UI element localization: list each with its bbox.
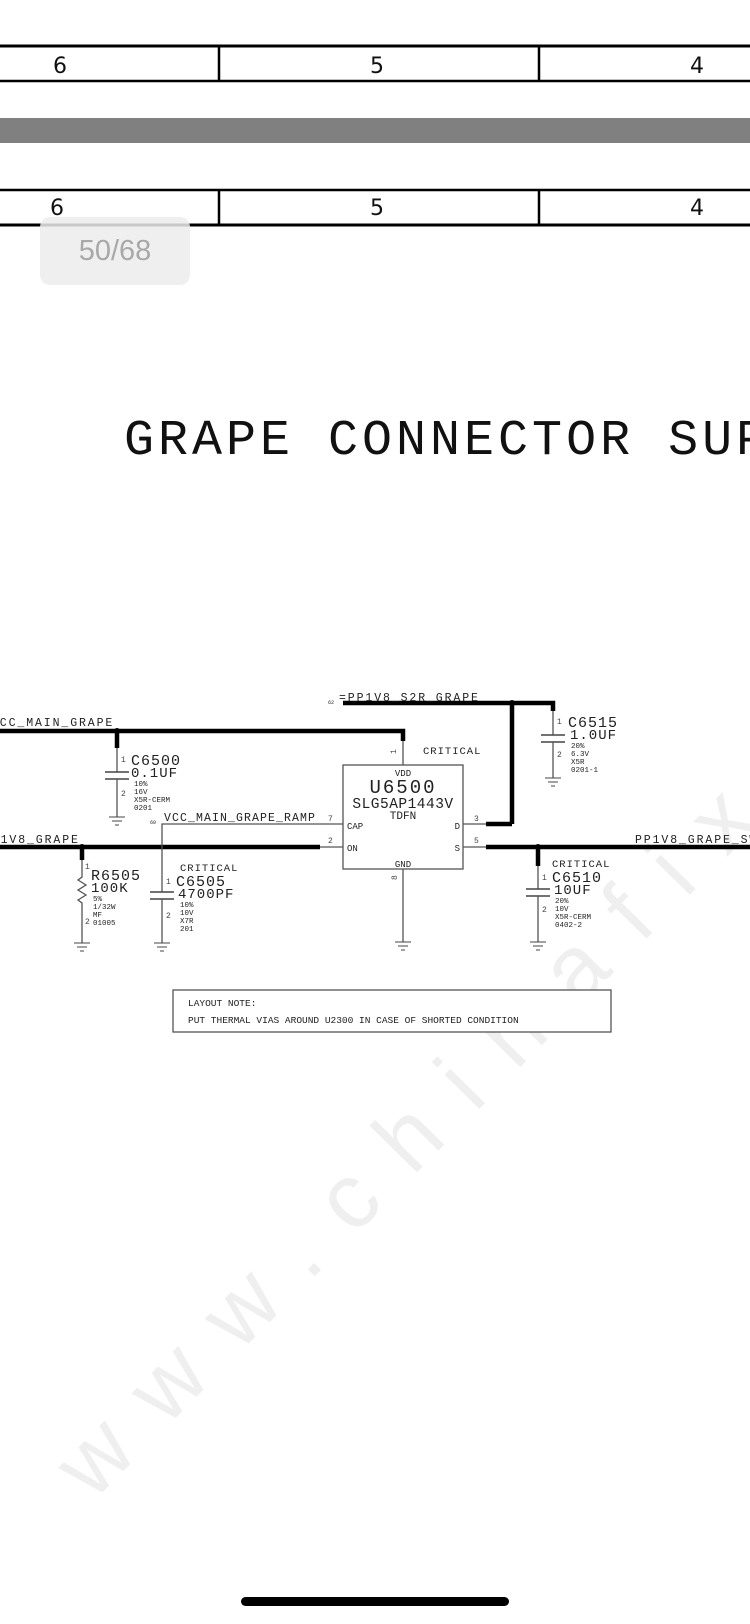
- zone-label: 4: [690, 54, 704, 79]
- net-label-pp1v8-grape-sw: PP1V8_GRAPE_SW: [635, 834, 750, 847]
- spec: 10V: [555, 906, 569, 914]
- pin-number: 2: [328, 837, 333, 846]
- pin-number: 1: [166, 878, 171, 887]
- pin-number: 1: [542, 874, 547, 883]
- capacitor-c6515: 1 2 C6515 1.0UF 20% 6.3V X5R 0201-1: [541, 711, 618, 787]
- layout-note: LAYOUT NOTE: PUT THERMAL VIAS AROUND U23…: [172, 989, 612, 1033]
- chip-package: TDFN: [390, 811, 416, 823]
- spec: MF: [93, 912, 102, 920]
- pin-number: 7: [328, 815, 333, 824]
- spec: X5R-CERM: [134, 797, 171, 805]
- component-value: 100K: [91, 881, 129, 897]
- spec: 10V: [180, 910, 194, 918]
- net-label-pp1v8-grape: PP1V8_GRAPE: [0, 834, 80, 847]
- pin-number: 2: [166, 912, 171, 921]
- page-indicator: 50/68: [40, 217, 190, 285]
- spec: 0201-1: [571, 767, 599, 775]
- spec: 5%: [93, 896, 103, 904]
- spec: 0402-2: [555, 922, 582, 930]
- net-label-pp1v8-s2r-grape: =PP1V8_S2R_GRAPE: [339, 692, 480, 705]
- page-ref: 60: [150, 820, 156, 826]
- pin-number: 8: [391, 875, 400, 880]
- spec: X5R: [571, 759, 585, 767]
- page-title: GRAPE CONNECTOR SUPPLY: [124, 413, 750, 470]
- component-value: 0.1UF: [131, 766, 178, 782]
- net-label-vcc-main-grape-ramp: VCC_MAIN_GRAPE_RAMP: [164, 812, 316, 825]
- chip-ref: U6500: [369, 777, 436, 799]
- spec: 20%: [555, 898, 569, 906]
- zone-label: 6: [53, 54, 67, 79]
- spec: 20%: [571, 743, 585, 751]
- spec: 01005: [93, 920, 116, 928]
- spec: 1/32W: [93, 904, 116, 912]
- resistor-r6505: 1 2 R6505 100K 5% 1/32W MF 01005: [74, 847, 141, 952]
- pin-number: 1: [557, 718, 562, 727]
- zone-label: 5: [370, 54, 384, 79]
- spec: 10%: [180, 902, 194, 910]
- component-value: 4700PF: [178, 887, 234, 903]
- capacitor-c6500: 1 2 C6500 0.1UF 10% 16V X5R-CERM 0201: [105, 731, 181, 826]
- pin-number: 1: [390, 749, 399, 754]
- u6500-chip: VDD U6500 SLG5AP1443V TDFN CAP ON D S GN…: [328, 746, 481, 880]
- pin-number: 1: [121, 756, 126, 765]
- spec: X5R-CERM: [555, 914, 592, 922]
- ref-designator: C6505: [176, 874, 226, 891]
- chip-part: SLG5AP1443V: [352, 797, 453, 813]
- ground-icon: [545, 777, 561, 787]
- page-separator: [0, 118, 750, 143]
- spec: 16V: [134, 789, 148, 797]
- ground-icon: [109, 816, 125, 826]
- pin-cap: CAP: [347, 822, 363, 832]
- component-value: 10UF: [554, 883, 592, 899]
- pin-s: S: [455, 844, 460, 854]
- layout-note-heading: LAYOUT NOTE:: [188, 998, 256, 1009]
- ref-designator: C6515: [568, 715, 618, 732]
- ref-designator: C6510: [552, 870, 602, 887]
- ground-icon: [154, 942, 170, 952]
- zone-label: 5: [370, 196, 384, 221]
- layout-note-text: PUT THERMAL VIAS AROUND U2300 IN CASE OF…: [188, 1015, 519, 1026]
- critical-label: CRITICAL: [552, 859, 610, 871]
- capacitor-c6510: CRITICAL 1 2 C6510 10UF 20% 10V X5R-CERM…: [526, 847, 610, 951]
- wires: [0, 700, 750, 942]
- spec: 6.3V: [571, 751, 590, 759]
- pin-gnd: GND: [395, 860, 411, 870]
- capacitor-c6505: CRITICAL 1 2 C6505 4700PF 10% 10V X7R 20…: [150, 863, 238, 952]
- spec: 10%: [134, 781, 148, 789]
- zone-label: 4: [690, 196, 704, 221]
- home-indicator[interactable]: [241, 1597, 509, 1606]
- pin-number: 2: [542, 906, 547, 915]
- pin-number: 1: [85, 863, 90, 872]
- pin-vdd: VDD: [395, 769, 411, 779]
- page-ref: 62: [328, 700, 334, 706]
- ground-icon: [74, 942, 90, 952]
- pin-number: 5: [474, 837, 479, 846]
- pin-on: ON: [347, 844, 358, 854]
- pin-number: 2: [85, 918, 90, 927]
- ground-icon: [530, 941, 546, 951]
- critical-label: CRITICAL: [423, 746, 481, 758]
- pin-d: D: [455, 822, 460, 832]
- zone-label: 6: [50, 196, 64, 221]
- spec: X7R: [180, 918, 194, 926]
- critical-label: CRITICAL: [180, 863, 238, 875]
- ref-designator: R6505: [91, 868, 141, 885]
- pin-number: 3: [474, 815, 479, 824]
- ground-icon: [395, 941, 411, 951]
- spec: 0201: [134, 805, 153, 813]
- ref-designator: C6500: [131, 753, 181, 770]
- pin-number: 2: [557, 751, 562, 760]
- spec: 201: [180, 926, 194, 934]
- pin-number: 2: [121, 790, 126, 799]
- net-label-vcc-main-grape: VCC_MAIN_GRAPE: [0, 717, 114, 730]
- component-value: 1.0UF: [570, 728, 617, 744]
- zone-row-top: 6 5 4: [0, 44, 750, 83]
